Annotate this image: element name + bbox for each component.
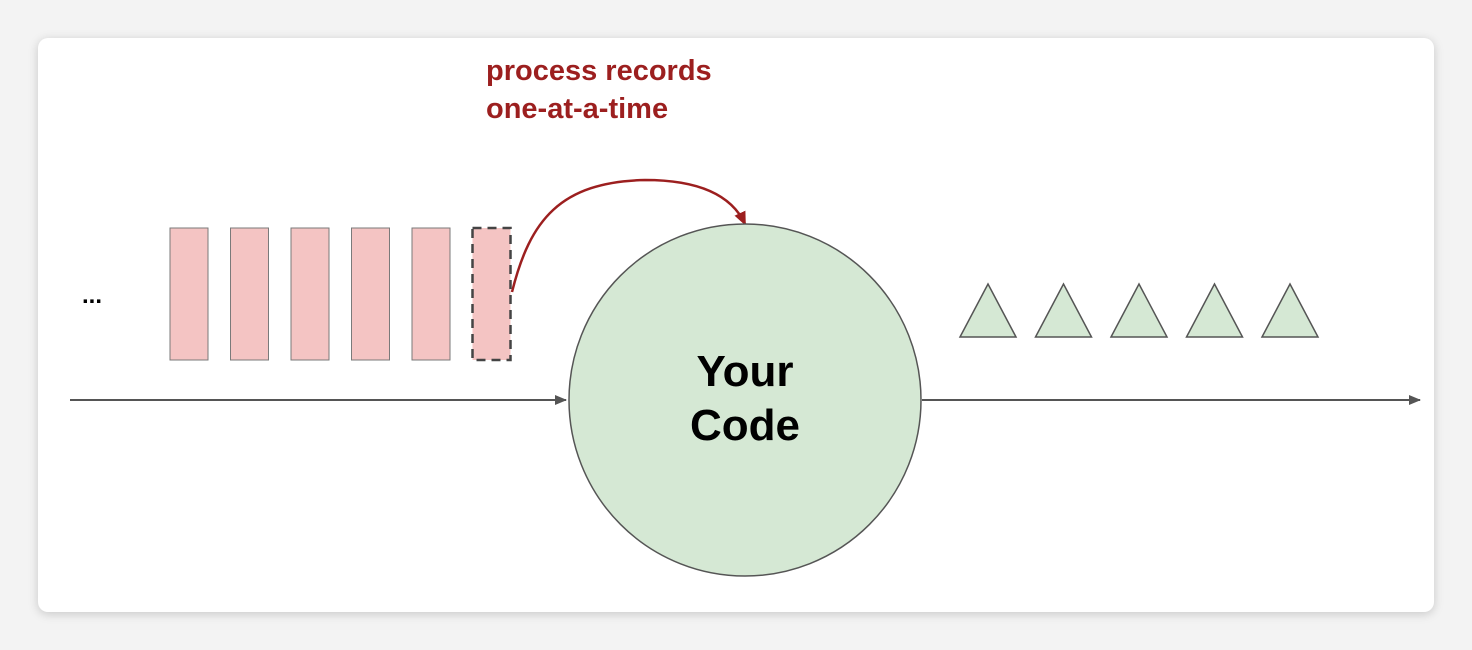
process-arrow xyxy=(510,178,747,293)
output-record-1 xyxy=(958,282,1018,338)
your-code-circle xyxy=(568,223,922,577)
your-code-line-1: Your xyxy=(696,347,794,396)
record-2 xyxy=(230,227,269,361)
output-record-2 xyxy=(1034,282,1093,338)
your-code-label: Your Code xyxy=(645,345,845,453)
output-record-5 xyxy=(1260,282,1320,338)
output-records xyxy=(958,282,1320,338)
record-1 xyxy=(169,227,209,361)
record-4 xyxy=(351,227,390,361)
record-5 xyxy=(411,227,451,361)
output-record-4 xyxy=(1185,282,1244,338)
annotation-caption: process records one-at-a-time xyxy=(486,52,712,128)
your-code-line-2: Code xyxy=(690,401,800,450)
annotation-line-1: process records xyxy=(486,55,712,87)
ellipsis-label: ... xyxy=(82,282,103,309)
input-records xyxy=(169,226,512,362)
annotation-line-2: one-at-a-time xyxy=(486,93,669,125)
record-3 xyxy=(290,227,330,361)
output-record-3 xyxy=(1109,282,1169,338)
current-record xyxy=(471,226,512,362)
